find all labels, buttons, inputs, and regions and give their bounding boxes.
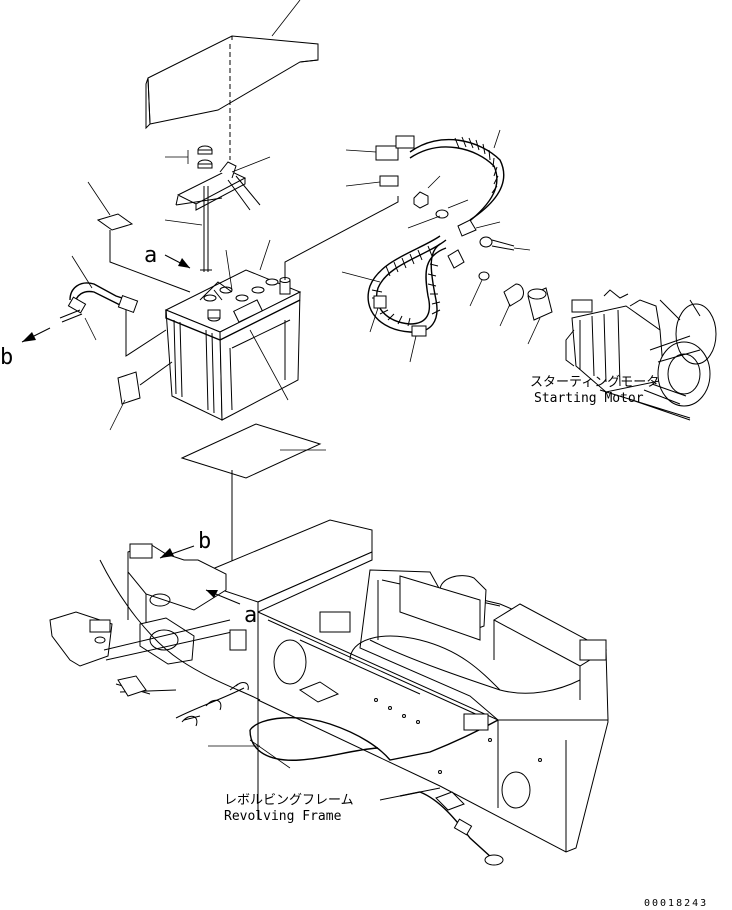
revolving-frame-label-en: Revolving Frame	[224, 809, 342, 824]
revolving-frame: レボルビングフレーム Revolving Frame	[49, 519, 609, 866]
ground-cable	[59, 255, 167, 357]
drawing-number: 00018243	[644, 898, 708, 909]
battery-clamp-bracket	[164, 145, 271, 272]
frame-view-arrow-b: b	[159, 529, 211, 559]
battery	[164, 196, 399, 421]
view-a-label: a	[144, 243, 157, 268]
frame-view-arrow-a: a	[205, 589, 257, 628]
caution-plate	[96, 213, 134, 231]
starting-motor-label-en: Starting Motor	[534, 391, 644, 406]
view-b-label: b	[0, 345, 13, 370]
view-arrow-b: b	[0, 327, 51, 370]
frame-view-a-label: a	[244, 603, 257, 628]
battery-mat	[180, 423, 322, 479]
starter-wiring-harness	[341, 129, 553, 363]
view-arrow-a: a	[144, 243, 191, 269]
starting-motor: スターティングモータ Starting Motor	[530, 289, 717, 421]
frame-view-b-label: b	[198, 529, 211, 554]
battery-cover	[145, 0, 319, 160]
revolving-frame-label-jp: レボルビングフレーム	[224, 793, 354, 808]
starting-motor-label-jp: スターティングモータ	[530, 375, 659, 390]
warning-label	[117, 371, 141, 405]
